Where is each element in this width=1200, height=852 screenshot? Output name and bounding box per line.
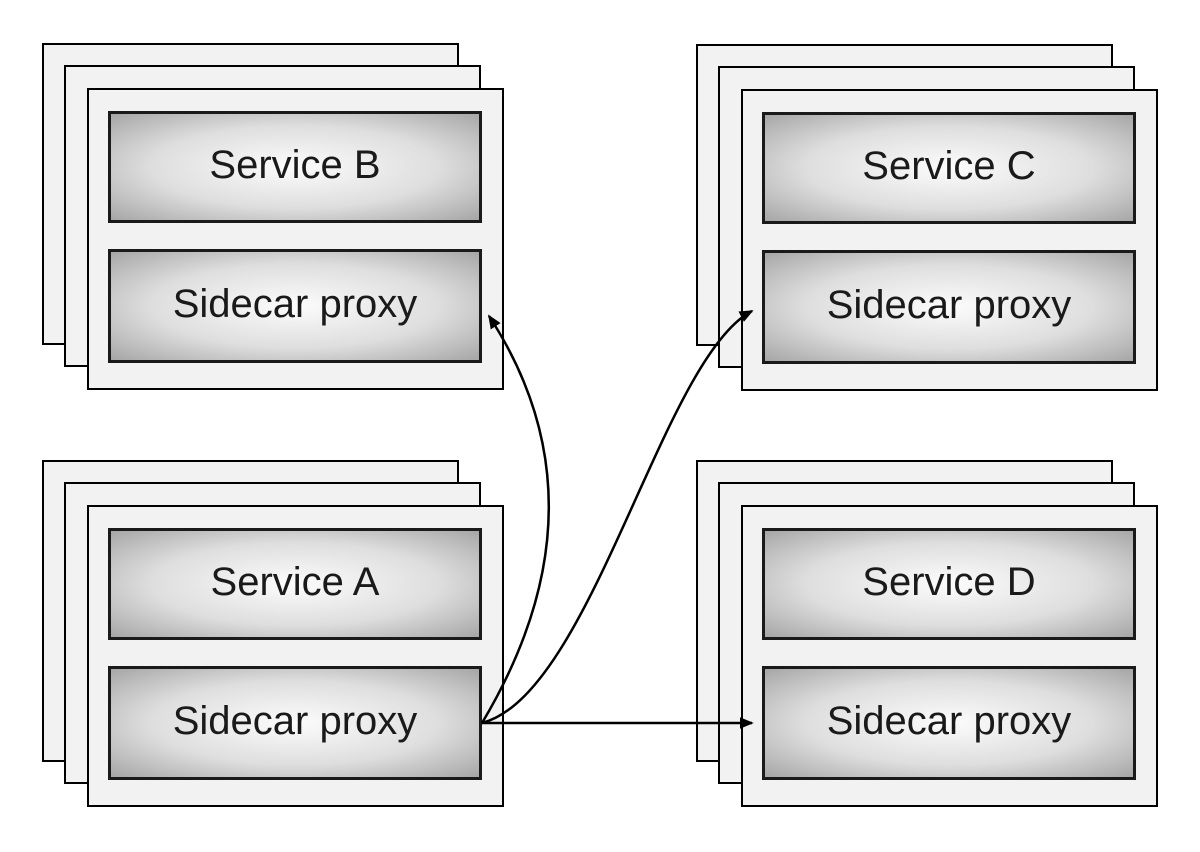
service-label: Service C bbox=[862, 144, 1036, 188]
sidecar-proxy-label: Sidecar proxy bbox=[826, 283, 1072, 327]
sidecar-proxy-label: Sidecar proxy bbox=[172, 282, 418, 326]
service-box: Service A bbox=[108, 528, 482, 640]
sidecar-proxy-box: Sidecar proxy bbox=[108, 666, 482, 780]
sidecar-proxy-box: Sidecar proxy bbox=[762, 250, 1136, 364]
service-group-a: Service A Sidecar proxy bbox=[42, 460, 504, 807]
service-group-d: Service D Sidecar proxy bbox=[696, 460, 1158, 807]
sidecar-proxy-label: Sidecar proxy bbox=[826, 699, 1072, 743]
sidecar-proxy-label: Sidecar proxy bbox=[172, 699, 418, 743]
service-box: Service D bbox=[762, 528, 1136, 640]
instance-card: Service D Sidecar proxy bbox=[741, 505, 1158, 807]
instance-card: Service C Sidecar proxy bbox=[741, 89, 1158, 391]
instance-card: Service B Sidecar proxy bbox=[87, 88, 504, 390]
instance-card: Service A Sidecar proxy bbox=[87, 505, 504, 807]
sidecar-proxy-box: Sidecar proxy bbox=[762, 666, 1136, 780]
service-label: Service B bbox=[209, 143, 381, 187]
service-box: Service B bbox=[108, 111, 482, 223]
service-group-c: Service C Sidecar proxy bbox=[696, 44, 1158, 391]
service-label: Service D bbox=[862, 560, 1036, 604]
sidecar-proxy-box: Sidecar proxy bbox=[108, 249, 482, 363]
service-box: Service C bbox=[762, 112, 1136, 224]
service-group-b: Service B Sidecar proxy bbox=[42, 43, 504, 390]
service-label: Service A bbox=[210, 560, 380, 604]
